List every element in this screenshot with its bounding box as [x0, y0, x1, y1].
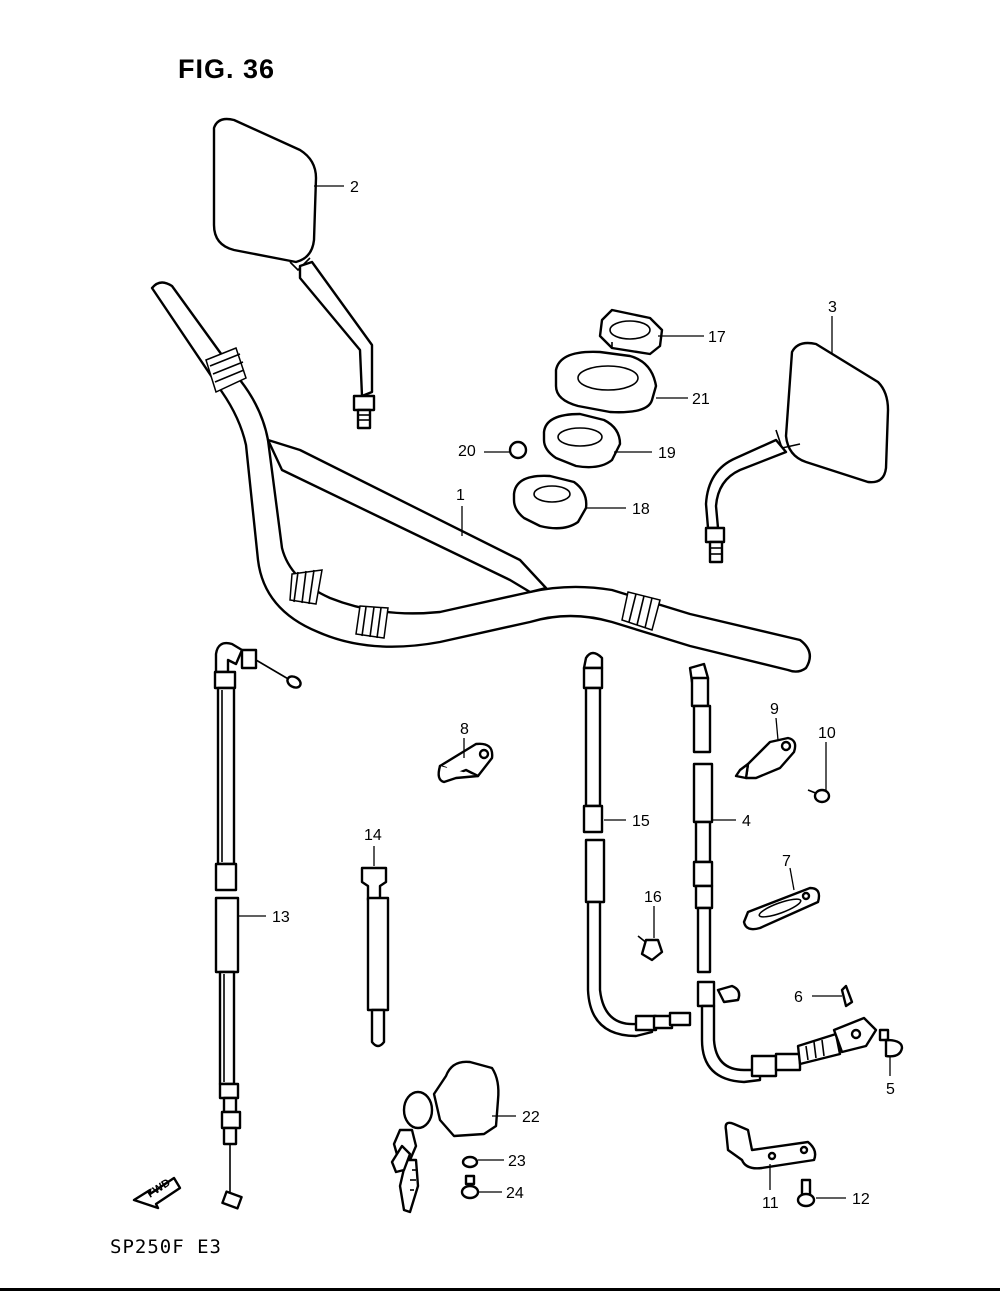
figure-title: FIG. 36	[178, 54, 276, 84]
part-number-8: 8	[460, 721, 469, 738]
part-22-ignition-switch[interactable]	[390, 1060, 500, 1214]
part-number-6: 6	[794, 989, 803, 1006]
part-number-12: 12	[852, 1191, 870, 1208]
part-number-3: 3	[828, 299, 837, 316]
part-19-cushion[interactable]	[542, 412, 622, 469]
part-5-pivot[interactable]	[878, 1028, 904, 1058]
part-4-cable[interactable]	[688, 662, 878, 1084]
handlebar-knurl-mid	[355, 605, 389, 639]
part-number-21: 21	[692, 391, 710, 408]
handlebar-knurl-right	[621, 591, 661, 631]
part-number-24: 24	[506, 1185, 524, 1202]
part-11-bracket[interactable]	[724, 1121, 817, 1170]
part-18-cushion[interactable]	[512, 474, 588, 530]
leader-lines	[238, 185, 891, 1199]
part-number-20: 20	[458, 443, 476, 460]
part-number-7: 7	[782, 853, 791, 870]
part-14-strap[interactable]	[360, 866, 390, 1048]
part-number-2: 2	[350, 179, 359, 196]
part-16-bolt[interactable]	[637, 935, 664, 962]
handlebar-grip-knurl-left	[205, 347, 247, 394]
part-12-screw[interactable]	[796, 1178, 816, 1208]
part-10-screw[interactable]	[807, 788, 831, 804]
part-24-screw[interactable]	[460, 1174, 480, 1200]
part-number-9: 9	[770, 701, 779, 718]
model-code: SP250F E3	[110, 1236, 222, 1258]
part-number-13: 13	[272, 909, 290, 926]
part-21-rubber-boot[interactable]	[554, 350, 658, 414]
part-17-nut[interactable]	[598, 308, 664, 356]
part-number-10: 10	[818, 725, 836, 742]
part-number-4: 4	[742, 813, 751, 830]
part-number-1: 1	[456, 487, 465, 504]
part-number-16: 16	[644, 889, 662, 906]
part-20-ball[interactable]	[508, 440, 528, 460]
part-15-cable[interactable]	[582, 651, 692, 1038]
part-number-19: 19	[658, 445, 676, 462]
part-number-5: 5	[886, 1081, 895, 1098]
part-6-pin[interactable]	[840, 984, 854, 1008]
part-numbers: 1 2 3 4 5 6 7 8 9 10 11 12 13 14 15 16 1…	[272, 179, 895, 1212]
part-9-bracket[interactable]	[734, 736, 797, 780]
part-number-23: 23	[508, 1153, 526, 1170]
part-8-clamp[interactable]	[437, 742, 494, 784]
part-7-plate[interactable]	[742, 886, 821, 931]
bottom-rule	[0, 1288, 1000, 1291]
fwd-arrow-icon: FWD	[132, 1177, 182, 1210]
part-number-14: 14	[364, 827, 382, 844]
handlebar-knurl-mid-left	[289, 569, 323, 605]
throttle-cable[interactable]	[213, 641, 303, 1210]
part-number-18: 18	[632, 501, 650, 518]
part-number-15: 15	[632, 813, 650, 830]
part-number-11: 11	[762, 1195, 779, 1212]
mirror-right[interactable]	[704, 341, 890, 564]
part-23-washer[interactable]	[461, 1155, 479, 1169]
part-number-17: 17	[708, 329, 726, 346]
handlebar[interactable]	[150, 281, 812, 673]
mirror-left[interactable]	[212, 117, 376, 430]
part-number-22: 22	[522, 1109, 540, 1126]
